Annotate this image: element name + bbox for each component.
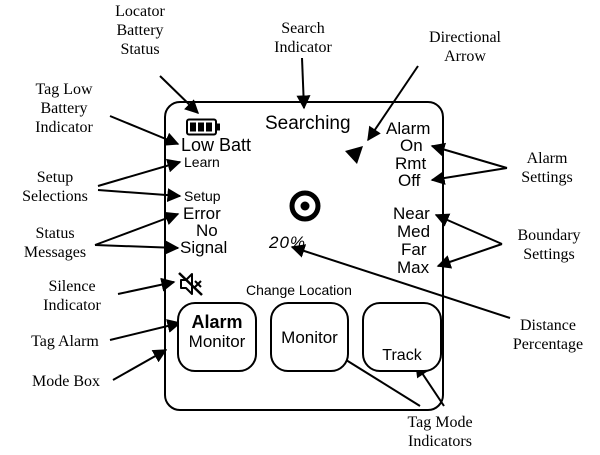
- alarm-setting-rmt: Rmt: [395, 154, 427, 173]
- setup-text: Setup: [184, 188, 221, 204]
- callout-distance-percentage: Distance Percentage: [512, 317, 584, 353]
- alarm-setting-off: Off: [398, 171, 421, 190]
- error-text: Error: [183, 204, 221, 223]
- leader-tag-alarm: [109, 319, 182, 341]
- mode-box-alarm-label: Alarm: [191, 312, 243, 332]
- mode-box-monitor-label: Monitor: [188, 332, 246, 351]
- speaker-muted-icon: [178, 272, 203, 296]
- callout-setup-selections: Setup Selections: [22, 169, 88, 205]
- boundary-max: Max: [397, 258, 430, 277]
- locator-screen: [164, 101, 444, 411]
- boundary-med: Med: [397, 222, 431, 241]
- searching-text: Searching: [265, 113, 351, 134]
- leader-max: [436, 243, 503, 269]
- track-mode-label: Track: [382, 347, 422, 364]
- leader-alarm-off: [430, 167, 508, 185]
- callout-status-messages: Status Messages: [23, 225, 87, 261]
- boundary-near: Near: [393, 204, 430, 223]
- distance-percentage: 20%: [269, 233, 307, 252]
- low-batt-text: Low Batt: [181, 135, 252, 155]
- leader-setup-learn: [97, 158, 182, 187]
- leader-locator-battery: [159, 75, 200, 114]
- alarm-monitor-mode-box[interactable]: Alarm Monitor: [177, 302, 257, 372]
- leader-distance: [290, 244, 511, 319]
- leader-directional-arrow: [367, 65, 419, 142]
- callout-alarm-settings: Alarm Settings: [521, 150, 573, 186]
- alarm-setting-on: On: [400, 136, 423, 155]
- callout-tag-mode-indicators: Tag Mode Indicators: [407, 414, 473, 450]
- leader-tag-low-battery: [109, 115, 180, 146]
- leader-alarm-on: [430, 142, 508, 169]
- callout-locator-battery: Locator Battery Status: [115, 3, 165, 58]
- leader-search-indicator: [296, 57, 311, 110]
- callout-mode-box: Mode Box: [32, 373, 100, 390]
- callout-search-indicator: Search Indicator: [274, 20, 332, 56]
- monitor-mode-label: Monitor: [281, 328, 338, 347]
- alarm-setting-title: Alarm: [386, 119, 431, 138]
- callout-boundary-settings: Boundary Settings: [517, 227, 581, 263]
- monitor-mode-box[interactable]: Monitor: [270, 302, 349, 372]
- target-icon: [289, 190, 321, 222]
- directional-arrow-icon: [345, 146, 363, 164]
- signal-text: Signal: [180, 238, 228, 257]
- learn-text: Learn: [184, 154, 220, 170]
- leader-near: [434, 213, 503, 245]
- boundary-far: Far: [401, 240, 427, 259]
- change-location-button[interactable]: Change Location: [246, 282, 352, 298]
- no-text: No: [196, 221, 218, 240]
- track-mode-box[interactable]: Track: [362, 302, 442, 372]
- battery-icon: [186, 118, 220, 136]
- callout-tag-low-battery: Tag Low Battery Indicator: [35, 81, 93, 136]
- leader-setup-setup: [97, 188, 182, 203]
- callout-tag-alarm: Tag Alarm: [31, 333, 99, 350]
- callout-directional-arrow: Directional Arrow: [429, 29, 501, 65]
- leader-mode-box: [112, 349, 168, 381]
- callout-silence-indicator: Silence Indicator: [43, 278, 101, 314]
